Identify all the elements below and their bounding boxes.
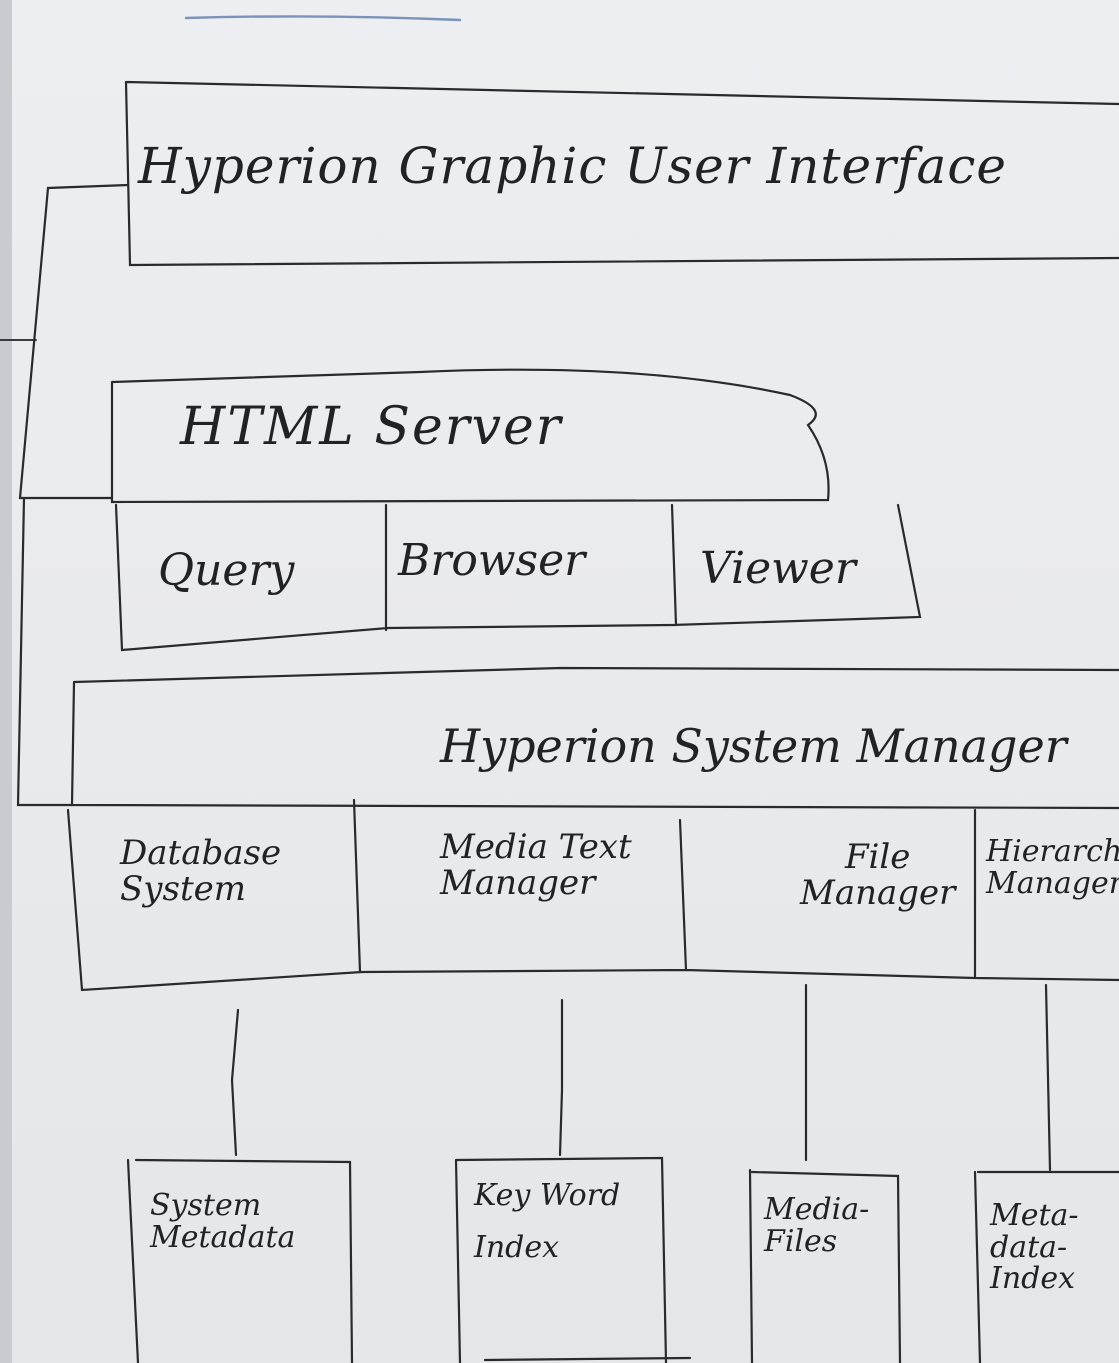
tab-query: Query [158,545,295,596]
store-keyword-index [454,1156,692,1363]
flipchart-paper [12,0,1119,1363]
module-hierarchy-manager: Hierarchy Manager [986,836,1119,899]
store-metadata-index-label: Meta- data- Index [990,1200,1079,1295]
html-server-box [110,368,830,504]
store-system-metadata-label: System Metadata [150,1190,295,1253]
module-line: System [120,868,246,909]
store-system-metadata [126,1158,354,1363]
store-line: System [150,1188,262,1223]
html-server-label: HTML Server [180,397,563,457]
system-manager-box [70,666,1119,810]
store-line: Files [764,1223,838,1259]
module-line: Hierarchy [986,834,1119,869]
system-manager-label: Hyperion System Manager [440,719,1067,773]
module-media-text-manager: Media Text Manager [440,827,632,903]
module-line: Database [120,833,282,873]
modules-box [66,798,1119,992]
store-line: data- [990,1229,1068,1265]
tabs-box [114,503,922,652]
connector-loop [16,183,130,807]
store-keyword-index-label: Key Word Index [474,1180,620,1263]
module-line: Manager [986,865,1119,901]
connector-hier [1044,983,1052,1172]
store-line: Index [474,1229,560,1265]
gui-box [124,80,1119,267]
store-line: Metadata [150,1219,296,1255]
blue-pen-stroke [184,15,462,22]
gui-label: Hyperion Graphic User Interface [138,137,1007,195]
module-file-manager: File Manager [800,837,956,913]
store-line: Index [990,1261,1076,1296]
store-line: Meta- [990,1198,1079,1233]
tab-browser: Browser [398,535,586,586]
module-line: Media Text [440,827,632,867]
tab-viewer: Viewer [700,543,856,594]
module-line: File [844,837,911,877]
store-line: Media- [764,1192,870,1227]
store-metadata-index [973,1170,1119,1363]
module-line: Manager [440,862,596,903]
connector-mtm [558,998,564,1157]
module-line: Manager [800,872,956,913]
store-line: Key Word [474,1178,621,1213]
module-database-system: Database System [120,833,282,909]
connector-db [230,1008,240,1157]
store-media-files-label: Media- Files [764,1194,869,1257]
store-media-files [748,1168,902,1363]
